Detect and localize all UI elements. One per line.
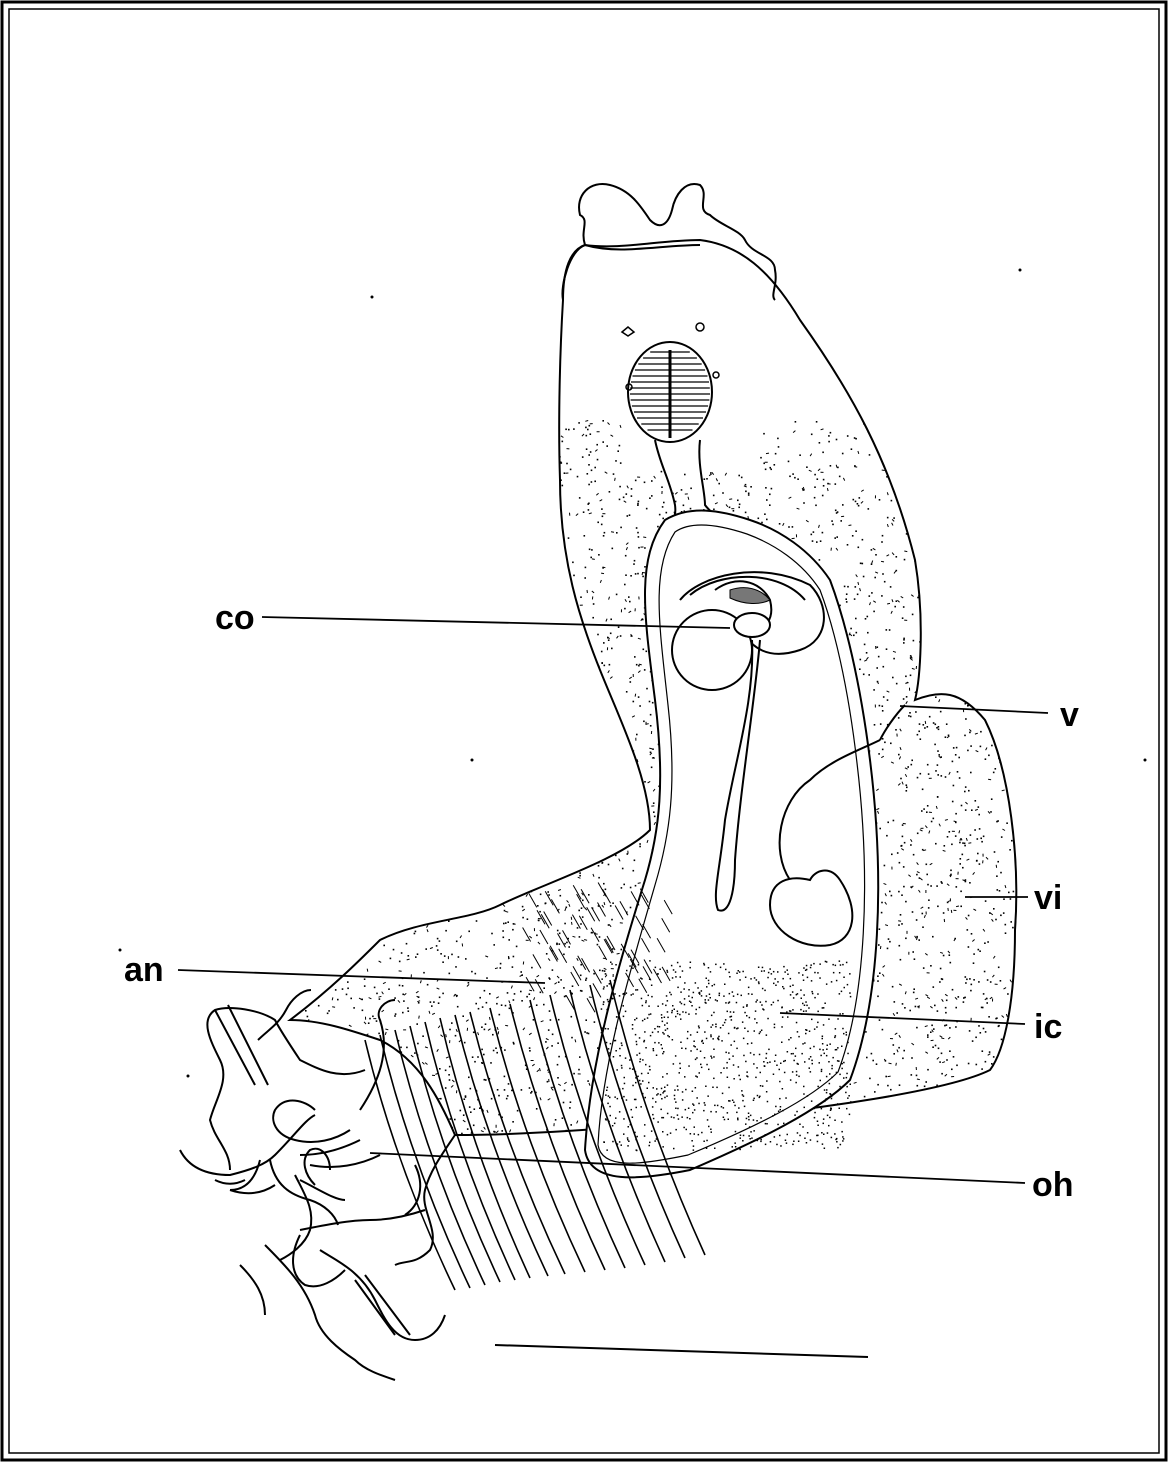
label-an: an — [124, 951, 164, 989]
label-oh: oh — [1032, 1166, 1074, 1204]
scale-bar — [495, 1345, 868, 1357]
label-co: co — [215, 599, 255, 637]
label-ic: ic — [1034, 1008, 1062, 1046]
label-vi: vi — [1034, 879, 1062, 917]
label-v: v — [1060, 696, 1079, 734]
haptor-hooks — [180, 990, 455, 1380]
